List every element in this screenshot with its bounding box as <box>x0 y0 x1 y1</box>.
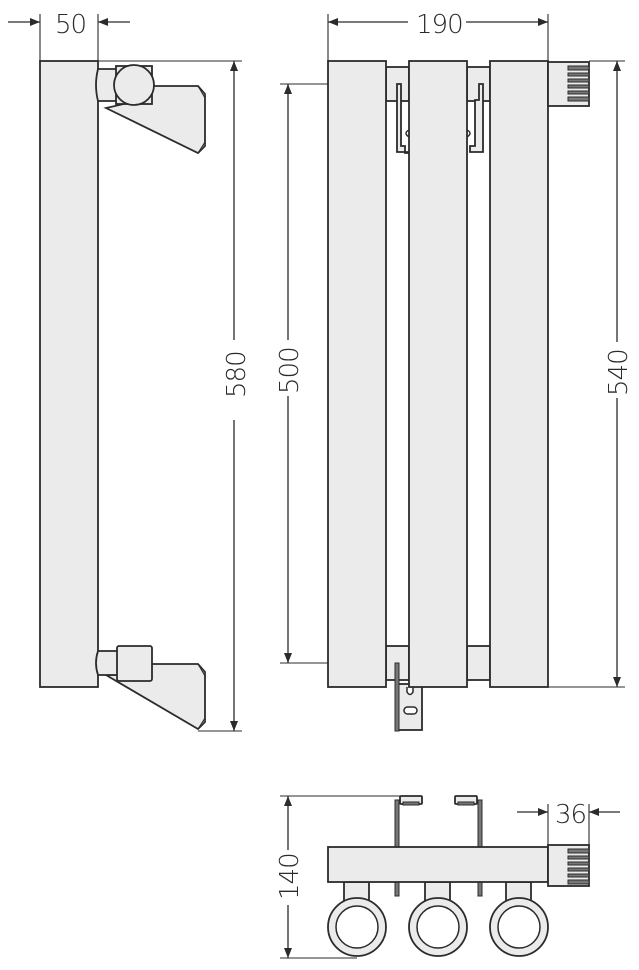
top-view: 36 140 <box>275 795 620 959</box>
dimension-width-190: 190 <box>327 10 549 62</box>
dimension-label-190: 190 <box>416 10 463 40</box>
thermostat-valve-cap-front <box>547 61 590 107</box>
radiator-panel-1 <box>327 60 387 688</box>
bottom-valve-side <box>95 645 206 731</box>
mounting-slot <box>403 706 418 715</box>
dimension-height-540: 540 <box>548 60 634 688</box>
dimension-label-36: 36 <box>555 800 586 830</box>
dimension-height-580: 580 <box>98 60 252 732</box>
dimension-label-50: 50 <box>55 10 86 40</box>
tube-section-2 <box>408 897 468 957</box>
radiator-panel-3 <box>489 60 549 688</box>
bottom-bracket <box>394 662 423 732</box>
dimension-connection-500: 500 <box>275 83 328 664</box>
dimension-label-580: 580 <box>222 351 252 398</box>
bottom-connector-2 <box>466 645 491 681</box>
top-view-header-bar <box>327 846 549 883</box>
dimension-label-500: 500 <box>275 347 305 394</box>
dimension-depth-50: 50 <box>8 10 130 62</box>
tube-section-3 <box>489 897 549 957</box>
dimension-label-540: 540 <box>604 349 634 396</box>
thermostat-valve-cap-top <box>547 844 590 887</box>
front-view: 190 <box>275 10 634 732</box>
valve-head-circle <box>113 64 155 106</box>
dimension-depth-140: 140 <box>275 795 400 959</box>
dimension-label-140: 140 <box>275 853 305 900</box>
radiator-panel-2 <box>408 60 468 688</box>
tube-section-1 <box>327 897 387 957</box>
side-view: 50 580 <box>8 10 252 732</box>
radiator-column-side <box>39 60 99 688</box>
bottom-valve-body <box>116 645 153 682</box>
top-valve-side <box>95 64 206 155</box>
dimension-valve-36: 36 <box>517 800 620 846</box>
